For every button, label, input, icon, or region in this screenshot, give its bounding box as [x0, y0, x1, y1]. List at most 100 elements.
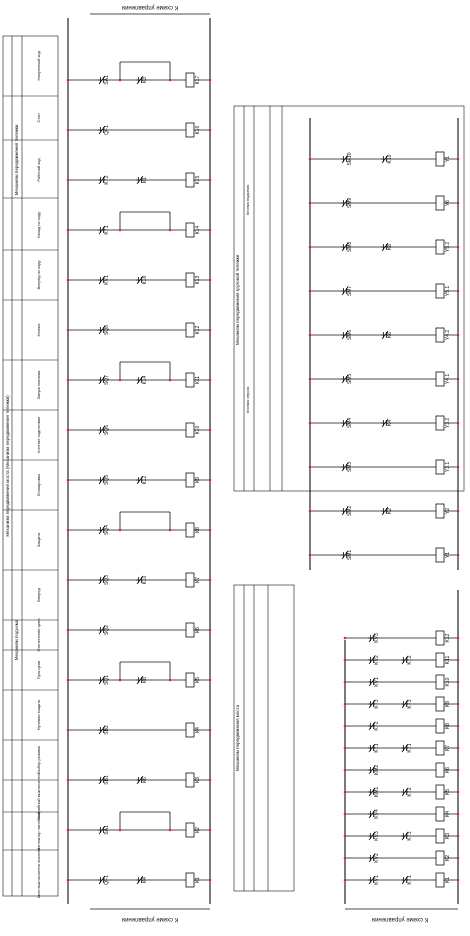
legend-col-8: Защита: [36, 532, 41, 547]
rt-coil-8: Y6: [445, 200, 451, 206]
left-relay-10-coil: [185, 372, 195, 388]
rt-contact-3: SM4: [347, 418, 353, 429]
rb-coil-5: K6: [445, 767, 451, 773]
junction-node: [66, 878, 70, 882]
junction-node: [456, 421, 460, 425]
legend-col-1: Контактор линейный: [36, 812, 41, 850]
rt-contact-3-stroke: [341, 418, 349, 428]
rt-contact-6-stroke: [341, 286, 349, 296]
legend-col-11: Запуск питания: [36, 371, 41, 400]
legend-header-2: Механизм передвижения тележки: [14, 124, 19, 195]
left-contact-13-stroke: [98, 225, 106, 235]
left-contact-5-stroke: [98, 625, 106, 635]
junction-node: [308, 465, 312, 469]
left-relay-6-coil: [185, 572, 195, 588]
legend-col-10: Контакт подготовки: [36, 417, 41, 453]
junction-node: [168, 828, 172, 832]
rb-contact-7-stroke: [368, 721, 376, 731]
top-supply-label: К схеме управления: [122, 4, 178, 10]
right-top-header: Механизм передвижения грузовой тележки: [234, 254, 240, 345]
rb-coil-4: K5: [445, 789, 451, 795]
rt-coil-1-coil: [435, 503, 445, 519]
junction-node: [66, 328, 70, 332]
rt-coil-4: Y4.1: [445, 374, 451, 385]
left-contact-13: KT1: [104, 225, 110, 234]
left-contact-15-stroke: [98, 125, 106, 135]
rb-contact-8-stroke: [368, 699, 376, 709]
left-relay-7: К8: [195, 527, 201, 533]
rt-contact-1: SM2: [347, 506, 353, 517]
legend-col-5: Пуск цепи: [36, 661, 41, 680]
left-relay-16: К17: [195, 76, 201, 85]
left-contact-9-stroke: [98, 425, 106, 435]
legend-col-3: Выбор режима: [36, 745, 41, 773]
rt-contact-2-stroke: [341, 462, 349, 472]
left-aux-contact-12-stroke: [136, 275, 144, 285]
junction-node: [66, 728, 70, 732]
left-contact-1: SA1: [104, 825, 110, 835]
rt-contact-5: SM6: [347, 330, 353, 341]
junction-node: [308, 509, 312, 513]
junction-node: [308, 157, 312, 161]
rb-coil-7: K8: [445, 723, 451, 729]
junction-node: [456, 377, 460, 381]
rb-contact-10-stroke: [368, 655, 376, 665]
junction-node: [66, 478, 70, 482]
left-relay-5: К6: [195, 627, 201, 633]
left-contact-16-stroke: [98, 75, 106, 85]
left-contact-6-stroke: [98, 575, 106, 585]
junction-node: [118, 528, 122, 532]
left-relay-4: К5: [195, 677, 201, 683]
rb-contact-5: KM2: [374, 765, 380, 776]
left-relay-1-coil: [185, 822, 195, 838]
left-contact-5: SQ2: [104, 625, 110, 635]
junction-node: [168, 78, 172, 82]
junction-node: [456, 724, 460, 728]
junction-node: [208, 228, 212, 232]
rb-coil-2-coil: [435, 828, 445, 844]
rt-aux-contact-1-stroke: [381, 506, 389, 516]
rb-aux-contact-8: KT3: [407, 699, 413, 708]
left-aux-contact-4-stroke: [136, 675, 144, 685]
left-contact-0-stroke: [98, 875, 106, 885]
rt-aux-contact-1: K2: [387, 508, 393, 514]
left-relay-0: К1: [195, 877, 201, 883]
rt-coil-5: Y4.2: [445, 330, 451, 341]
junction-node: [208, 78, 212, 82]
left-aux-contact-6-stroke: [136, 575, 144, 585]
rb-aux-contact-10: KT2: [407, 655, 413, 664]
junction-node: [208, 878, 212, 882]
left-relay-2: К3: [195, 777, 201, 783]
rb-coil-4-coil: [435, 784, 445, 800]
right-top-subheader-1: Кнопка подъема: [245, 184, 250, 215]
rt-coil-2: Y3.1: [445, 462, 451, 473]
junction-node: [456, 245, 460, 249]
junction-node: [208, 128, 212, 132]
junction-node: [343, 724, 347, 728]
left-relay-13-coil: [185, 222, 195, 238]
rt-coil-9: Y1: [445, 156, 451, 162]
junction-node: [343, 768, 347, 772]
junction-node: [343, 636, 347, 640]
junction-node: [66, 528, 70, 532]
left-relay-8: К9: [195, 477, 201, 483]
junction-node: [456, 553, 460, 557]
rt-coil-9-coil: [435, 151, 445, 167]
rt-coil-4-coil: [435, 371, 445, 387]
junction-node: [343, 834, 347, 838]
left-contact-9: SQ6: [104, 425, 110, 435]
junction-node: [66, 778, 70, 782]
junction-node: [66, 378, 70, 382]
rt-contact-7-stroke: [341, 242, 349, 252]
junction-node: [118, 228, 122, 232]
junction-node: [308, 289, 312, 293]
junction-node: [343, 658, 347, 662]
junction-node: [456, 812, 460, 816]
junction-node: [118, 78, 122, 82]
rb-contact-8: KT3: [374, 699, 380, 708]
junction-node: [66, 228, 70, 232]
junction-node: [456, 856, 460, 860]
legend-col-14: Назад по ходу: [36, 212, 41, 239]
